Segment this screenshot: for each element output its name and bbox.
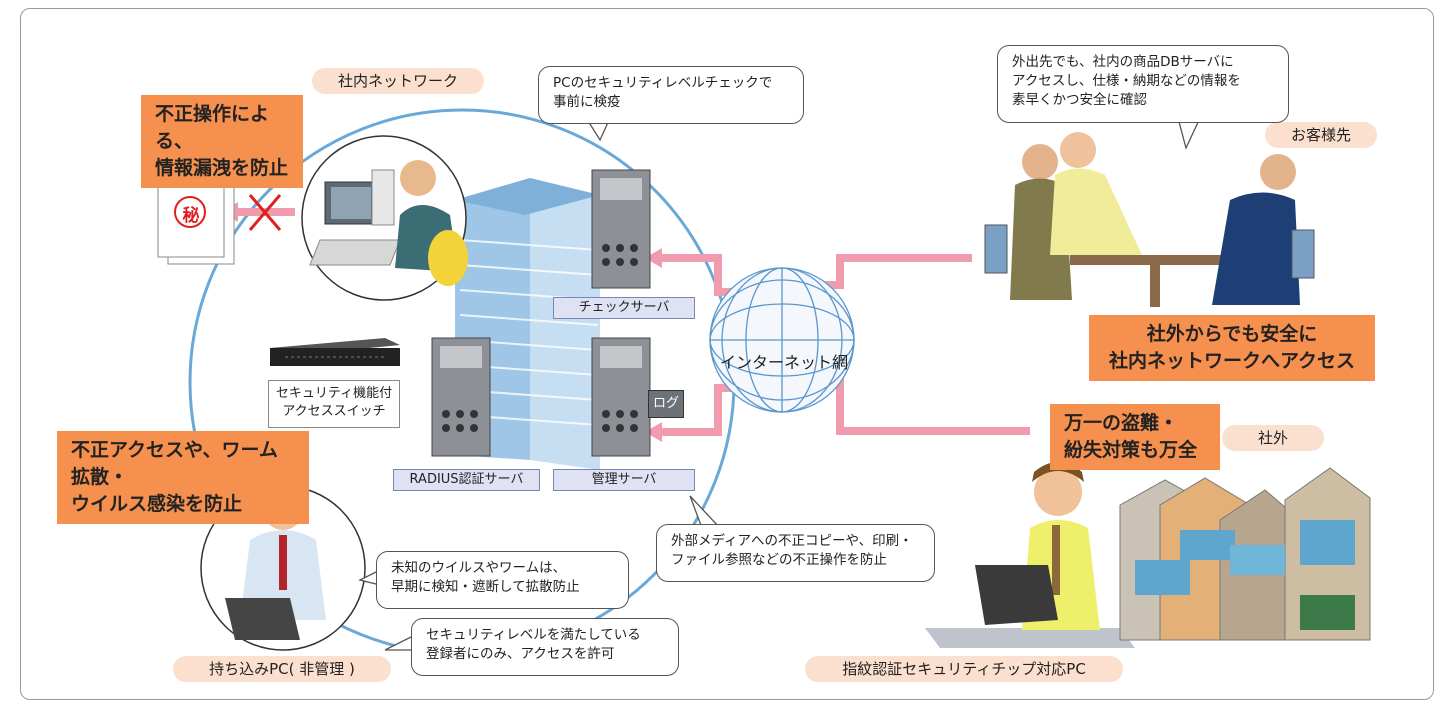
diagram-frame xyxy=(20,8,1434,700)
block-x-icon xyxy=(248,194,282,231)
bubble-quarantine: PCのセキュリティレベルチェックで 事前に検疫 xyxy=(538,66,804,124)
log-badge: ログ xyxy=(648,390,684,418)
check-server-icon xyxy=(591,169,651,289)
arrow-to-check-server xyxy=(658,254,740,296)
houses-icon xyxy=(1119,467,1371,641)
bubble-early-detect: 未知のウイルスやワームは、 早期に検知・遮断して拡散防止 xyxy=(376,551,629,609)
radius-server-icon xyxy=(431,337,491,457)
callout-safe-access-line2: 社内ネットワークへアクセス xyxy=(1108,350,1356,372)
callout-theft-loss-line2: 紛失対策も万全 xyxy=(1064,439,1198,461)
secret-mark: 秘 xyxy=(182,206,200,226)
callout-prevent-virus-line1: 不正アクセスや、ワーム拡散・ xyxy=(71,439,278,488)
callout-safe-access: 社外からでも安全に 社内ネットワークへアクセス xyxy=(1089,315,1375,381)
callout-prevent-virus: 不正アクセスや、ワーム拡散・ ウイルス感染を防止 xyxy=(57,431,309,524)
zone-customer-site: お客様先 xyxy=(1265,122,1377,148)
zone-internal-network: 社内ネットワーク xyxy=(312,68,484,94)
check-server-label: チェックサーバ xyxy=(553,297,695,319)
fingerprint-pc-user-icon xyxy=(925,462,1135,648)
arrow-head-check-server xyxy=(645,248,662,268)
switch-label: セキュリティ機能付 アクセススイッチ xyxy=(268,380,400,428)
callout-theft-loss-line1: 万一の盗難・ xyxy=(1064,412,1179,434)
bubble-external-media: 外部メディアへの不正コピーや、印刷・ ファイル参照などの不正操作を防止 xyxy=(656,524,935,582)
radius-server-label: RADIUS認証サーバ xyxy=(393,469,540,491)
callout-theft-loss: 万一の盗難・ 紛失対策も万全 xyxy=(1050,404,1220,470)
internet-label: インターネット網 xyxy=(720,353,849,372)
footer-fingerprint-pc: 指紋認証セキュリティチップ対応PC xyxy=(805,656,1123,682)
connector-outside xyxy=(812,376,1030,435)
bubble-customer-db: 外出先でも、社内の商品DBサーバに アクセスし、仕様・納期などの情報を 素早くか… xyxy=(997,45,1289,123)
office-pc-user-icon xyxy=(309,160,468,286)
zone-outside: 社外 xyxy=(1222,425,1324,451)
mgmt-server-label: 管理サーバ xyxy=(553,469,695,491)
callout-prevent-virus-line2: ウイルス感染を防止 xyxy=(71,493,243,515)
connector-customer xyxy=(812,254,972,289)
callout-prevent-leak-line1: 不正操作による、 xyxy=(155,103,270,152)
bubble-registered-only: セキュリティレベルを満たしている 登録者にのみ、アクセスを許可 xyxy=(411,618,679,676)
footer-byod-pc: 持ち込みPC( 非管理 ) xyxy=(173,656,391,682)
mgmt-server-icon xyxy=(591,337,651,457)
customer-meeting-icon xyxy=(984,132,1315,307)
callout-prevent-leak: 不正操作による、 情報漏洩を防止 xyxy=(141,95,303,188)
callout-safe-access-line1: 社外からでも安全に xyxy=(1146,323,1318,345)
internet-globe-icon xyxy=(709,267,855,413)
arrow-head-mgmt-server xyxy=(645,422,662,442)
access-switch-icon xyxy=(270,338,400,366)
callout-prevent-leak-line2: 情報漏洩を防止 xyxy=(155,157,289,179)
